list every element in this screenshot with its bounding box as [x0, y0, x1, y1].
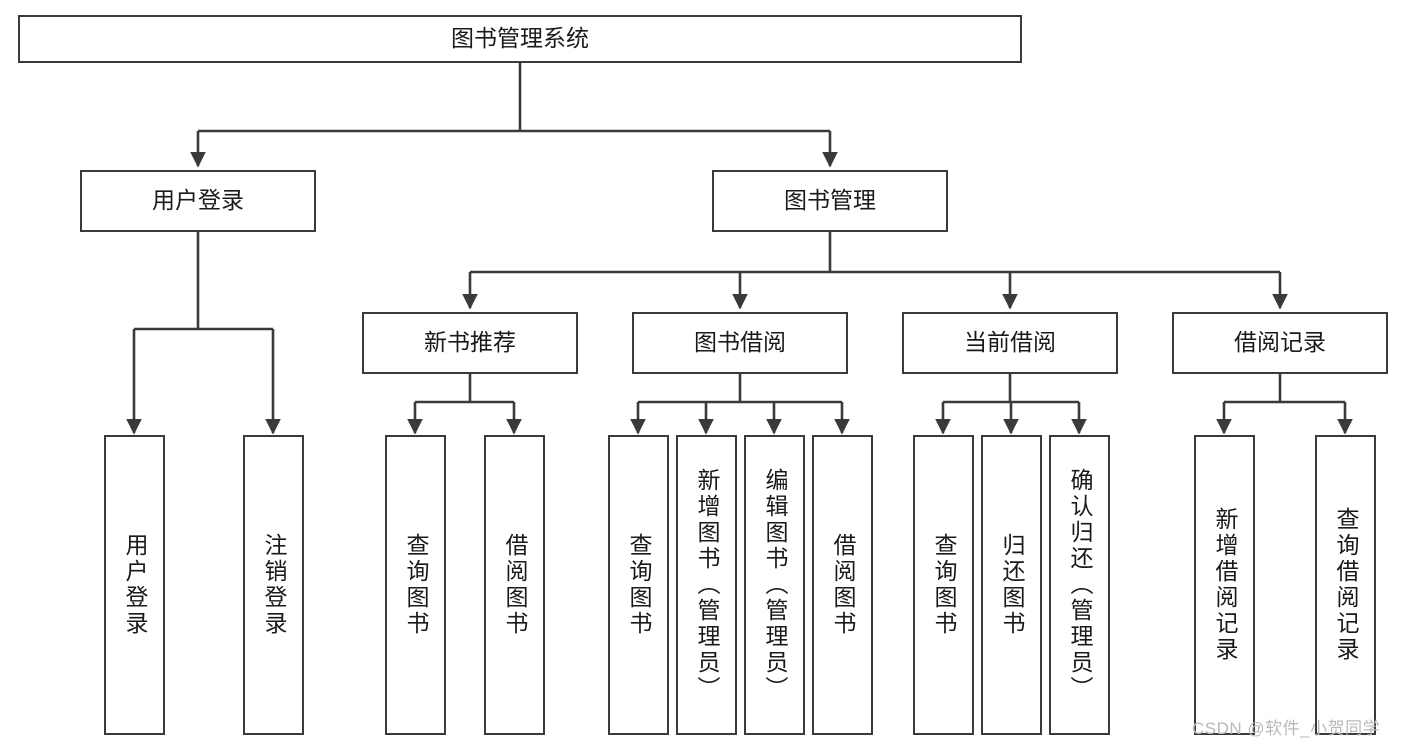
node-current-borrow[interactable]: 当前借阅	[902, 312, 1118, 374]
csdn-watermark: CSDN @软件_小贺同学	[1192, 719, 1381, 738]
leaf-user-login[interactable]: 用户登录	[104, 435, 165, 735]
node-label: 图书管理系统	[451, 25, 589, 52]
leaf-user-logout[interactable]: 注销登录	[243, 435, 304, 735]
node-label: 注销登录	[261, 533, 287, 637]
leaf-borrow-book[interactable]: 借阅图书	[812, 435, 873, 735]
node-label: 查询图书	[403, 533, 429, 637]
node-book-management[interactable]: 图书管理	[712, 170, 948, 232]
leaf-query-borrow-record[interactable]: 查询借阅记录	[1315, 435, 1376, 735]
node-label: 图书借阅	[694, 329, 786, 356]
node-label: 确认归还（管理员）	[1067, 468, 1093, 702]
node-label: 借阅图书	[502, 533, 528, 637]
leaf-edit-book[interactable]: 编辑图书（管理员）	[744, 435, 805, 735]
leaf-query-book-recommend[interactable]: 查询图书	[385, 435, 446, 735]
node-label: 归还图书	[999, 533, 1025, 637]
node-label: 查询图书	[931, 533, 957, 637]
node-label: 用户登录	[122, 533, 148, 637]
node-borrow-record[interactable]: 借阅记录	[1172, 312, 1388, 374]
leaf-confirm-return[interactable]: 确认归还（管理员）	[1049, 435, 1110, 735]
node-new-book-recommend[interactable]: 新书推荐	[362, 312, 578, 374]
node-label: 查询图书	[626, 533, 652, 637]
leaf-query-book-current[interactable]: 查询图书	[913, 435, 974, 735]
node-label: 编辑图书（管理员）	[762, 468, 788, 702]
node-book-borrow[interactable]: 图书借阅	[632, 312, 848, 374]
leaf-add-book[interactable]: 新增图书（管理员）	[676, 435, 737, 735]
node-user-login[interactable]: 用户登录	[80, 170, 316, 232]
node-label: 新增借阅记录	[1212, 507, 1238, 663]
node-root-system[interactable]: 图书管理系统	[18, 15, 1022, 63]
leaf-add-borrow-record[interactable]: 新增借阅记录	[1194, 435, 1255, 735]
node-label: 借阅图书	[830, 533, 856, 637]
node-label: 图书管理	[784, 187, 876, 214]
leaf-return-book[interactable]: 归还图书	[981, 435, 1042, 735]
leaf-borrow-book-recommend[interactable]: 借阅图书	[484, 435, 545, 735]
node-label: 查询借阅记录	[1333, 507, 1359, 663]
node-label: 用户登录	[152, 187, 244, 214]
leaf-query-book-borrow[interactable]: 查询图书	[608, 435, 669, 735]
node-label: 新增图书（管理员）	[694, 468, 720, 702]
node-label: 新书推荐	[424, 329, 516, 356]
node-label: 当前借阅	[964, 329, 1056, 356]
node-label: 借阅记录	[1234, 329, 1326, 356]
